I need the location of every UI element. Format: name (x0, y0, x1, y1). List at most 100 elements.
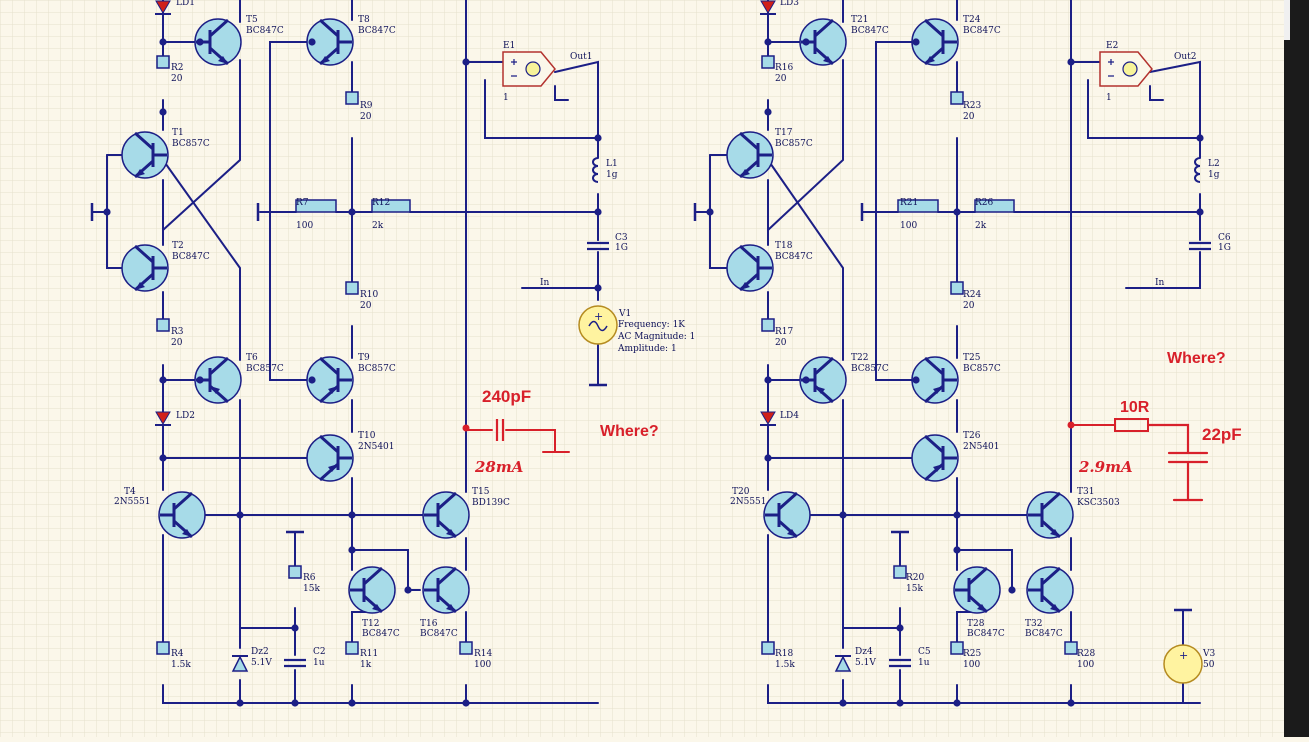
label-t20v: 2N5551 (730, 497, 767, 507)
transistor-body (1026, 491, 1074, 539)
junction-dot (291, 699, 299, 707)
resistor-body (345, 91, 359, 105)
resistor-body (761, 318, 775, 332)
transistor-body (306, 356, 354, 404)
transistor-body (911, 434, 959, 482)
transistor-t4 (158, 491, 206, 539)
transistor-t28 (953, 566, 1001, 614)
label-t4v: 2N5551 (114, 497, 151, 507)
junction-dot (802, 38, 810, 46)
inductor-coil (592, 157, 599, 183)
label-t8v: BC847C (358, 26, 396, 36)
label-t15v: BD139C (472, 498, 510, 508)
transistor-body (799, 18, 847, 66)
label-c5v: 1u (918, 658, 930, 668)
labels: T5BC847CT8BC847CT1BC857CT2BC847CT6BC857C… (114, 0, 1242, 670)
zener-body (231, 655, 249, 672)
label-t18v: BC847C (775, 252, 813, 262)
annotation-cap-240pf (495, 419, 505, 441)
amplifier-source (525, 61, 541, 77)
label-e2: E2 (1106, 41, 1118, 51)
resistor-r6 (288, 565, 302, 579)
wire (162, 684, 599, 704)
annotation-where-2: Where? (1167, 350, 1226, 367)
led-ld3 (760, 0, 776, 15)
source-v1: + (578, 305, 618, 345)
transistor-arrow (977, 604, 987, 612)
label-t31: T31 (1077, 487, 1094, 497)
transistor-body (194, 18, 242, 66)
transistor-t9 (306, 356, 354, 404)
source-plus: + (594, 310, 603, 323)
label-r18: R18 (775, 649, 794, 659)
label-e2one: 1 (1106, 93, 1112, 103)
transistor-arrow (925, 56, 935, 64)
transistor-arrow (210, 386, 220, 394)
zener-dz4 (834, 655, 852, 672)
window-edge-tab (1284, 0, 1290, 40)
label-r6: R6 (303, 573, 316, 583)
transistor-leads (160, 491, 193, 539)
junction-dot (839, 699, 847, 707)
transistor-body (121, 131, 169, 179)
resistor-r18 (761, 641, 775, 655)
label-r28: R28 (1077, 649, 1096, 659)
label-e1one: 1 (503, 93, 509, 103)
led-ld1 (155, 0, 171, 15)
transistor-body (726, 244, 774, 292)
label-v1amp: Amplitude: 1 (617, 344, 677, 354)
label-t18: T18 (775, 241, 793, 251)
transistor-t31 (1026, 491, 1074, 539)
transistor-body (422, 566, 470, 614)
label-r3v: 20 (171, 338, 183, 348)
transistor-arrow (740, 282, 750, 290)
label-t9v: BC857C (358, 364, 396, 374)
inductor-l1 (592, 157, 599, 183)
capacitor-c5 (889, 658, 911, 668)
junction-dot (196, 38, 204, 46)
junction-dot (1067, 699, 1075, 707)
junction-dot (594, 208, 602, 216)
resistor-body (156, 318, 170, 332)
transistor-t2 (121, 244, 169, 292)
label-t32v: BC847C (1025, 629, 1063, 639)
label-r18v: 1.5k (775, 660, 795, 670)
label-t26v: 2N5401 (963, 442, 1000, 452)
label-t12: T12 (362, 619, 379, 629)
resistor-r25 (950, 641, 964, 655)
label-v3v: 50 (1203, 660, 1215, 670)
transistor-arrow (933, 386, 943, 394)
label-l1: L1 (606, 159, 618, 169)
label-c2: C2 (313, 647, 326, 657)
amplifier-e1 (502, 51, 556, 87)
capacitor-plates (284, 658, 306, 668)
led-triangle (155, 0, 171, 14)
junction-dot (764, 38, 772, 46)
amplifier-signs (511, 59, 517, 77)
label-r7v: 100 (296, 221, 313, 231)
annotation-current-28ma: 28mA (474, 458, 523, 476)
label-r25v: 100 (963, 660, 980, 670)
resistor-body (459, 641, 473, 655)
transistor-arrow (1050, 529, 1060, 537)
inductor-l2 (1194, 157, 1201, 183)
resistor-body (288, 565, 302, 579)
zener-dz2 (231, 655, 249, 672)
label-r21v: 100 (900, 221, 917, 231)
amplifier-signs (1108, 59, 1114, 77)
resistor-r12 (371, 199, 411, 213)
label-r9: R9 (360, 101, 373, 111)
junction-dot (236, 699, 244, 707)
label-v1a: AC Magnitude: 1 (617, 332, 695, 342)
label-r14: R14 (474, 649, 493, 659)
resistor-r9 (345, 91, 359, 105)
label-t1v: BC857C (172, 139, 210, 149)
transistor-leads (134, 131, 167, 179)
led-triangle (155, 411, 171, 425)
inductor-coil (1194, 157, 1201, 183)
transistor-body (306, 18, 354, 66)
transistor-arrow (1050, 604, 1060, 612)
resistor-body (371, 199, 411, 213)
transistor-body (121, 244, 169, 292)
